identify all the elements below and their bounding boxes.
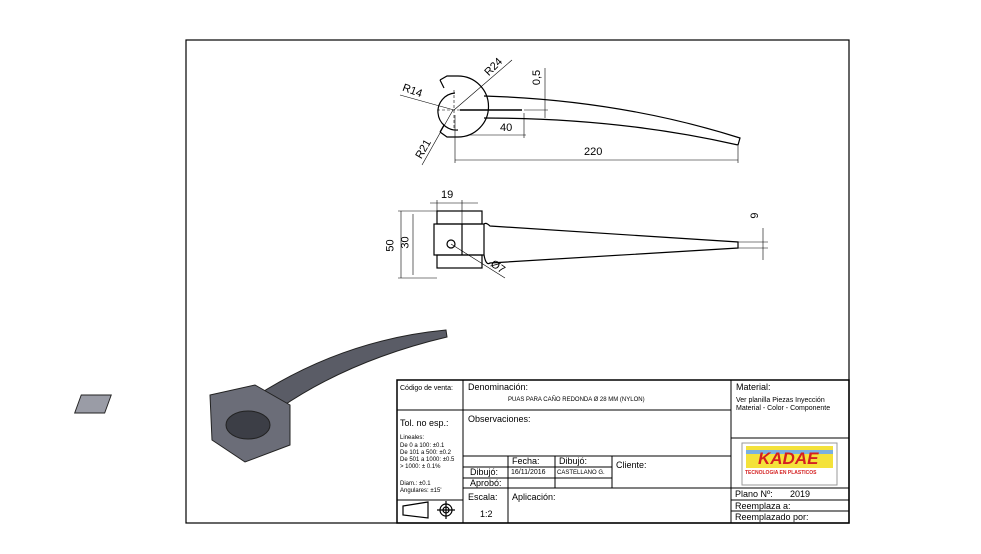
dibujo-col-label: Dibujó:: [559, 456, 588, 466]
front-view: [433, 210, 739, 269]
tol-line: De 501 a 1000: ±0.5: [400, 457, 455, 463]
reemplaza-label: Reemplaza a:: [735, 501, 791, 511]
tol-line: De 101 a 500: ±0.2: [400, 450, 451, 456]
escala-value: 1:2: [480, 509, 493, 519]
top-view-dimensions: [399, 59, 739, 166]
plano-label: Plano Nº:: [735, 489, 773, 499]
tol-label: Tol. no esp.:: [400, 418, 449, 428]
escala-label: Escala:: [468, 492, 498, 502]
reemplazado-label: Reemplazado por:: [735, 512, 809, 522]
dim-30: 30: [399, 236, 412, 249]
dim-40: 40: [500, 122, 513, 134]
cliente-label: Cliente:: [616, 460, 647, 470]
top-view: [437, 75, 741, 146]
tol-line: De 0 a 100: ±0.1: [400, 443, 445, 449]
dim-50: 50: [384, 239, 397, 252]
kadae-logo: [741, 442, 838, 486]
dim-220: 220: [584, 146, 603, 158]
fecha-value: 16/11/2016: [511, 469, 546, 476]
logo-text: KADAE: [758, 449, 819, 468]
dibujante-value: CASTELLANO G.: [557, 470, 605, 476]
codigo-label: Código de venta:: [400, 385, 453, 392]
title-block-grid: [396, 379, 850, 524]
denominacion-label: Denominación:: [468, 382, 529, 392]
front-view-dimensions: [398, 200, 768, 279]
isometric-view: [73, 329, 448, 463]
dim-0-5: 0,5: [531, 69, 544, 86]
plano-value: 2019: [790, 489, 811, 499]
logo-subtitle: TECNOLOGIA EN PLASTICOS: [745, 470, 817, 476]
aplicacion-label: Aplicación:: [512, 492, 556, 502]
fecha-label: Fecha:: [512, 456, 540, 466]
tol-line: Lineales:: [400, 435, 425, 441]
tol-line: > 1000: ± 0.1%: [400, 464, 441, 470]
dibujo-row-label: Dibujó:: [470, 467, 499, 477]
aprobo-label: Aprobó:: [470, 478, 502, 488]
tol-line: Diam.: ±0.1: [400, 481, 431, 487]
projection-symbol-icon: [402, 501, 455, 519]
material-line2: Material - Color - Componente: [736, 405, 831, 412]
dim-19: 19: [441, 189, 454, 201]
observaciones-label: Observaciones:: [468, 414, 531, 424]
tol-line: Angulares: ±15': [400, 488, 442, 494]
dim-6: 6: [747, 212, 760, 219]
denominacion-value: PUAS PARA CAÑO REDONDA Ø 28 MM (NYLON): [508, 397, 645, 403]
material-line1: Ver planilla Piezas Inyección: [736, 397, 825, 404]
material-label: Material:: [736, 382, 771, 392]
